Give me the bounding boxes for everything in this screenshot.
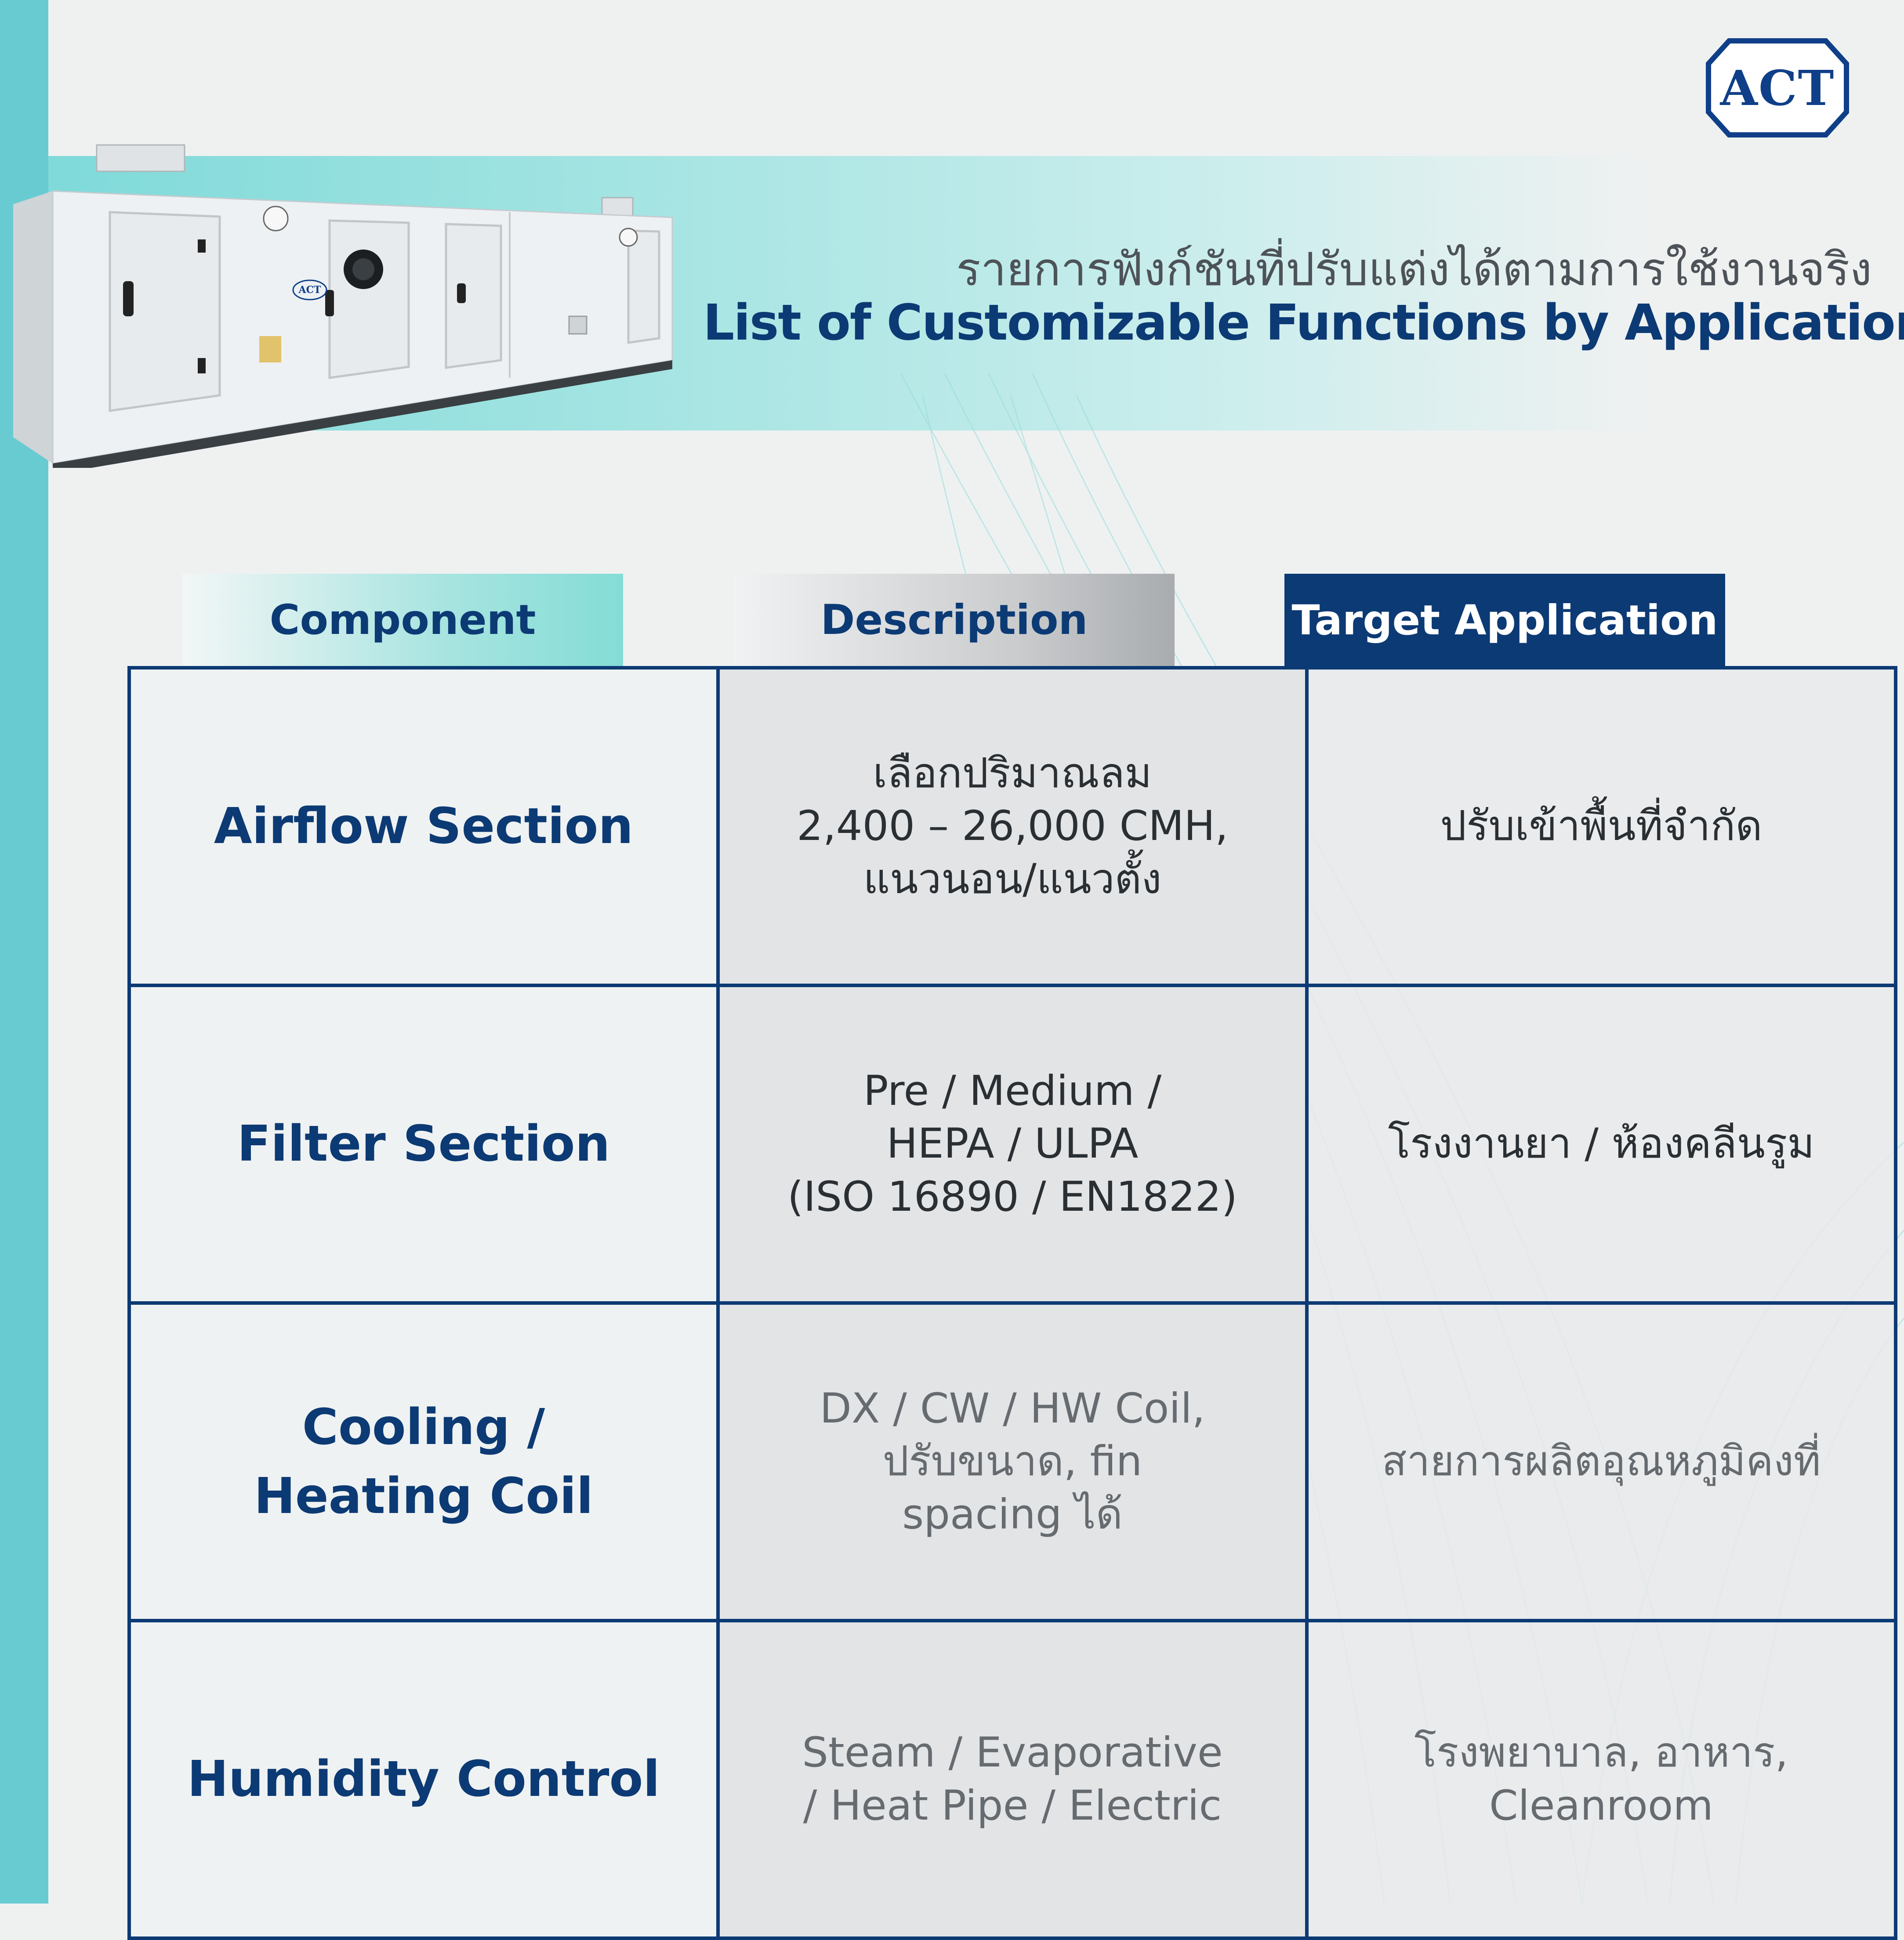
target-line: สายการผลิตอุณหภูมิคงที่ [1382, 1437, 1821, 1486]
target-cell: โรงพยาบาล, อาหาร, Cleanroom [1305, 1619, 1897, 1940]
description-cell: Pre / Medium / HEPA / ULPA (ISO 16890 / … [716, 984, 1309, 1305]
table-row: Airflow Section เลือกปริมาณลม 2,400 – 26… [127, 666, 1897, 987]
description-line: Pre / Medium / [863, 1067, 1162, 1115]
header-component: Component [182, 574, 623, 666]
component-label: Heating Coil [254, 1467, 594, 1525]
target-cell: ปรับเข้าพื้นที่จำกัด [1305, 666, 1897, 987]
component-cell: Filter Section [127, 984, 720, 1305]
header-description: Description [734, 574, 1175, 666]
title-english: List of Customizable Functions by Applic… [703, 294, 1904, 351]
component-label: Humidity Control [187, 1751, 660, 1808]
act-logo: ACT [1705, 37, 1850, 138]
description-line: 2,400 – 26,000 CMH, [797, 802, 1228, 851]
description-line: spacing ได้ [902, 1490, 1123, 1538]
description-line: (ISO 16890 / EN1822) [787, 1173, 1237, 1221]
table-row: Humidity Control Steam / Evaporative / H… [127, 1619, 1897, 1940]
description-line: HEPA / ULPA [886, 1120, 1139, 1168]
component-cell: Cooling / Heating Coil [127, 1301, 720, 1622]
target-cell: สายการผลิตอุณหภูมิคงที่ [1305, 1301, 1897, 1622]
title-thai: รายการฟังก์ชันที่ปรับแต่งได้ตามการใช้งาน… [956, 242, 1872, 296]
component-label: Filter Section [237, 1115, 610, 1173]
target-line: ปรับเข้าพื้นที่จำกัด [1440, 802, 1763, 851]
description-line: Steam / Evaporative [802, 1729, 1223, 1777]
functions-table: Airflow Section เลือกปริมาณลม 2,400 – 26… [127, 666, 1897, 1940]
air-handling-unit-image: ACT [13, 144, 673, 468]
description-line: / Heat Pipe / Electric [803, 1781, 1222, 1830]
svg-text:ACT: ACT [298, 284, 322, 296]
target-line: โรงพยาบาล, อาหาร, [1414, 1729, 1788, 1777]
component-label: Airflow Section [214, 798, 634, 855]
logo-text: ACT [1720, 59, 1835, 116]
description-line: DX / CW / HW Coil, [820, 1385, 1205, 1433]
description-cell: DX / CW / HW Coil, ปรับขนาด, fin spacing… [716, 1301, 1309, 1622]
component-cell: Humidity Control [127, 1619, 720, 1940]
description-cell: เลือกปริมาณลม 2,400 – 26,000 CMH, แนวนอน… [716, 666, 1309, 987]
component-label: Cooling / [302, 1398, 545, 1456]
description-line: เลือกปริมาณลม [873, 749, 1152, 798]
target-cell: โรงงานยา / ห้องคลีนรูม [1305, 984, 1897, 1305]
header-target-application: Target Application [1284, 574, 1725, 667]
description-line: ปรับขนาด, fin [882, 1437, 1142, 1486]
description-line: แนวนอน/แนวตั้ง [863, 855, 1162, 903]
component-cell: Airflow Section [127, 666, 720, 987]
description-cell: Steam / Evaporative / Heat Pipe / Electr… [716, 1619, 1309, 1940]
target-line: โรงงานยา / ห้องคลีนรูม [1388, 1120, 1815, 1168]
table-row: Filter Section Pre / Medium / HEPA / ULP… [127, 984, 1897, 1305]
target-line: Cleanroom [1489, 1781, 1713, 1830]
table-row: Cooling / Heating Coil DX / CW / HW Coil… [127, 1301, 1897, 1622]
